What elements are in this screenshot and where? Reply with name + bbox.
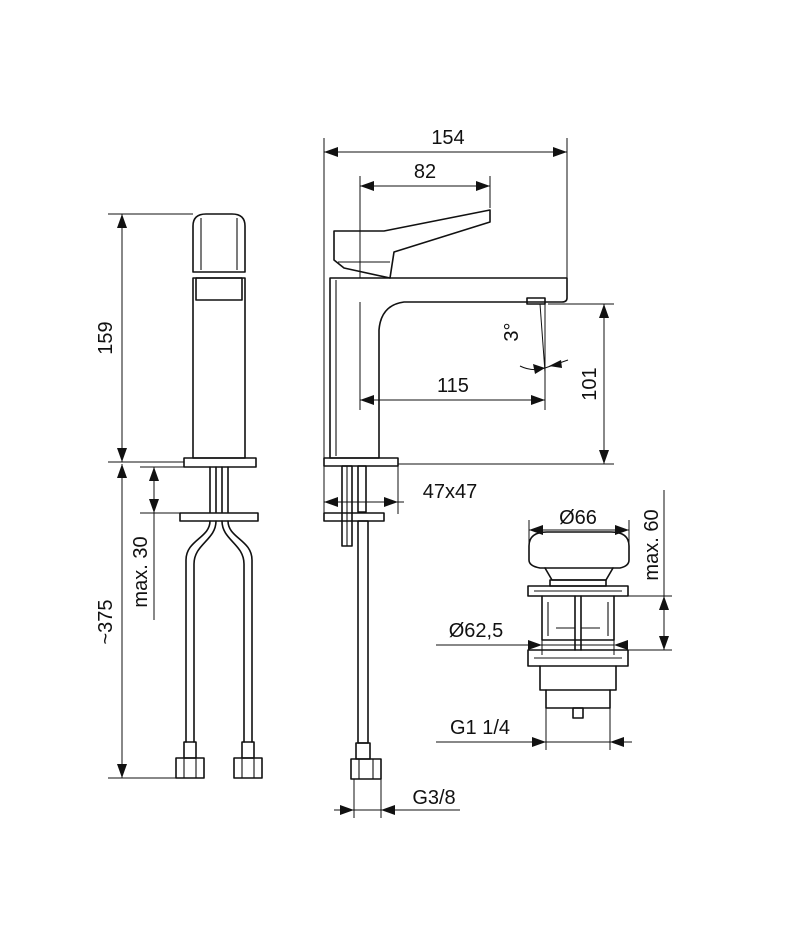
valve-body <box>541 595 615 641</box>
dim-total-height: 159 <box>95 213 193 463</box>
dim-spout-angle: 3° <box>501 303 569 374</box>
side-hose <box>357 520 369 744</box>
side-view <box>323 209 568 780</box>
dim-hose-thread: G3/8 <box>334 779 460 818</box>
label-3deg: 3° <box>501 322 523 341</box>
valve-cap <box>528 531 630 569</box>
valve-flange <box>527 585 629 597</box>
front-neck <box>195 277 243 301</box>
waste-valve <box>527 531 630 719</box>
valve-tailpiece <box>545 689 611 709</box>
dim-valve-height: max. 60 <box>614 490 672 651</box>
label-g114: G1 1/4 <box>450 717 510 739</box>
valve-nut <box>527 649 629 667</box>
front-handle <box>192 213 246 273</box>
side-base-plate <box>323 457 399 467</box>
front-hose-right <box>227 520 253 743</box>
dim-total-width: 154 <box>323 127 568 458</box>
dim-lever-length: 82 <box>359 161 491 278</box>
side-aerator <box>526 297 546 305</box>
dim-valve-thread: G1 1/4 <box>436 708 632 750</box>
front-view <box>175 213 263 779</box>
side-body-spout <box>329 277 568 459</box>
label-154: 154 <box>431 127 464 149</box>
dim-body-diameter: Ø62,5 <box>436 620 628 655</box>
side-hose-nut <box>350 758 382 780</box>
dim-cap-diameter: Ø66 <box>528 507 630 546</box>
label-375: ~375 <box>95 599 117 644</box>
label-max-60: max. 60 <box>641 509 663 580</box>
label-max-30: max. 30 <box>130 536 152 607</box>
label-82: 82 <box>414 161 436 183</box>
front-fixing-plate <box>179 512 259 522</box>
front-hose-nut-right <box>233 757 263 779</box>
dim-hose-length: ~375 <box>95 464 176 779</box>
label-d66: Ø66 <box>559 507 597 529</box>
front-base-plate <box>183 457 257 468</box>
label-115: 115 <box>437 375 469 397</box>
label-g38: G3/8 <box>412 787 455 809</box>
front-hose-left <box>185 520 211 743</box>
side-fixing-plate <box>323 512 385 522</box>
dim-max-thickness: max. 30 <box>130 466 184 620</box>
side-lever <box>333 209 491 279</box>
front-body <box>192 277 246 459</box>
label-159: 159 <box>95 321 117 354</box>
label-47x47: 47x47 <box>423 481 478 503</box>
dim-spout-height: 101 <box>398 303 614 465</box>
dim-base-size: 47x47 <box>323 466 478 514</box>
label-d625: Ø62,5 <box>449 620 503 642</box>
front-hose-nut-left <box>175 757 205 779</box>
dim-spout-reach: 115 <box>359 302 546 410</box>
label-101: 101 <box>579 367 601 400</box>
